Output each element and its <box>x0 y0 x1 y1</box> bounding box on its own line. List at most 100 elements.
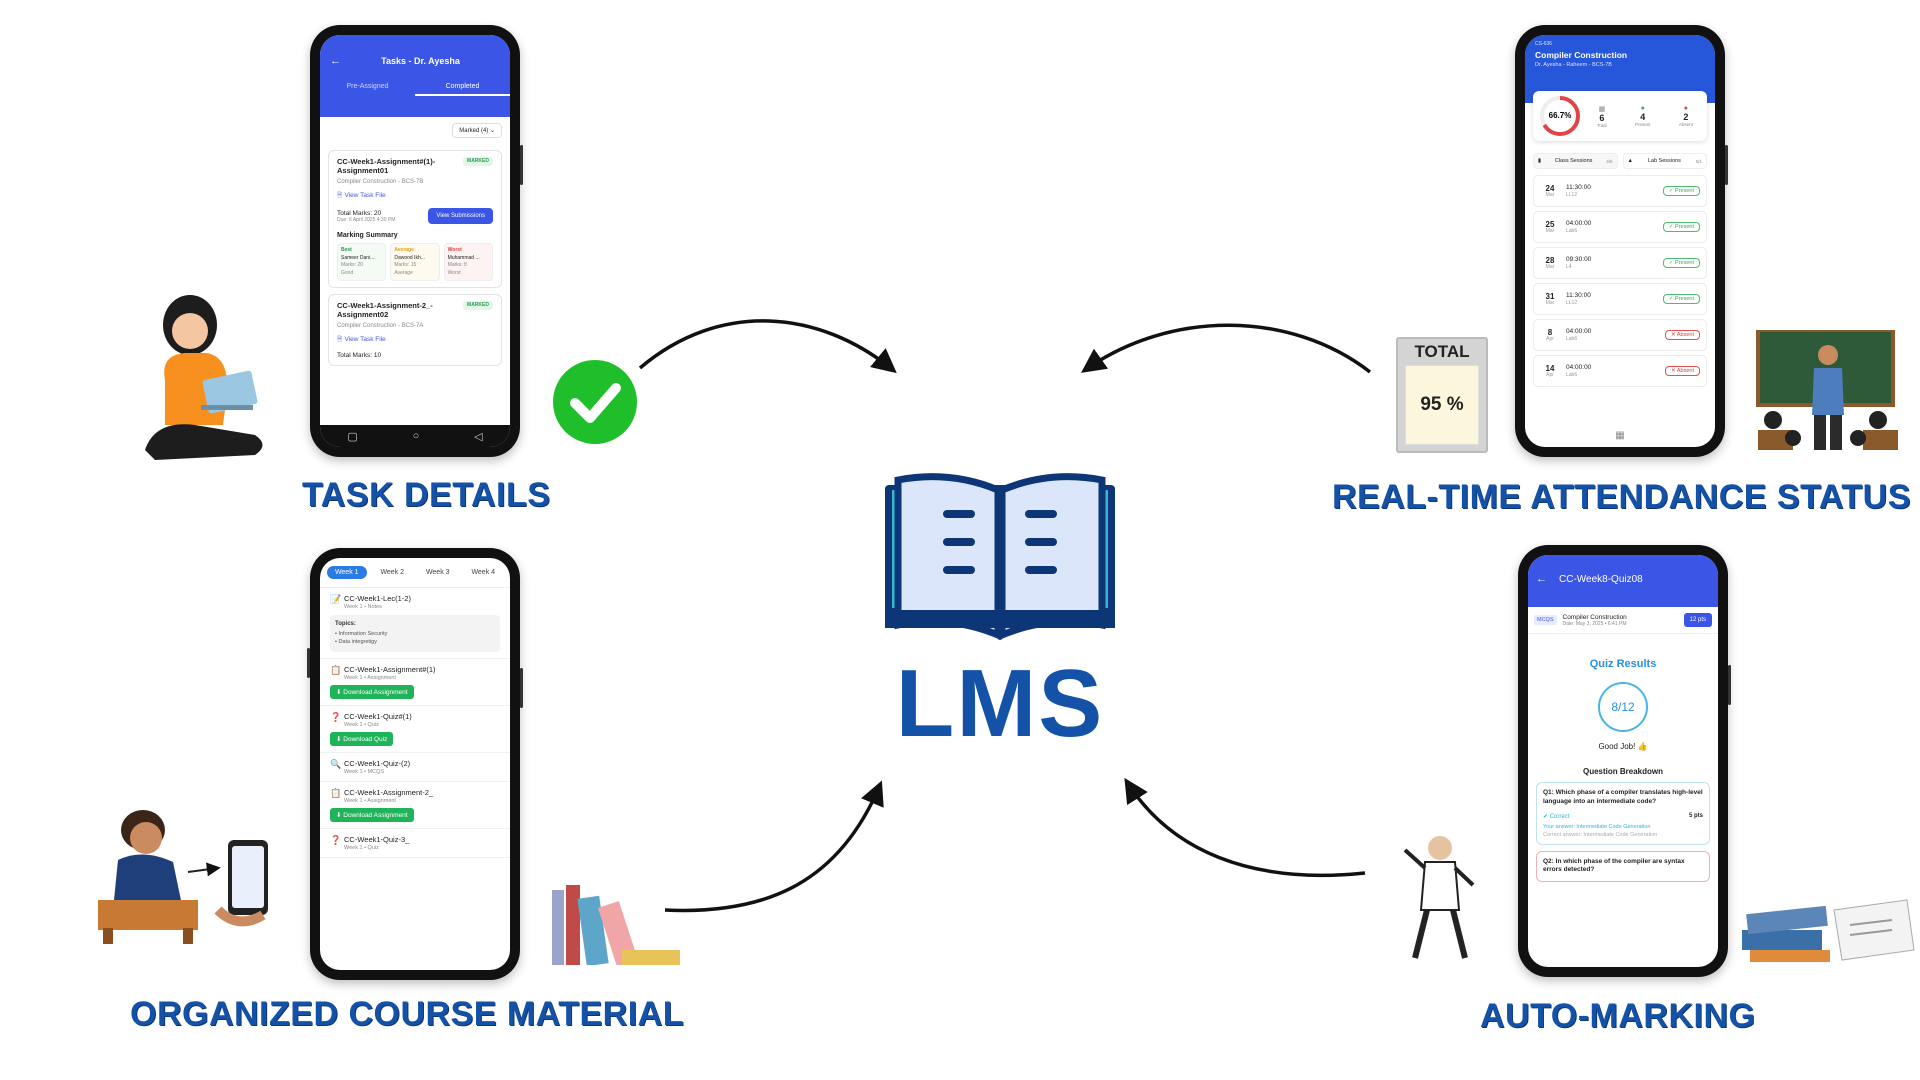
quiz-title: CC-Week8-Quiz08 <box>1559 573 1643 585</box>
result-message: Good Job! 👍 <box>1598 742 1648 751</box>
search-icon: 🔍 <box>330 759 342 770</box>
marking-summary-title: Marking Summary <box>337 232 398 239</box>
question-icon: ❓ <box>330 712 342 723</box>
tab-completed[interactable]: Completed <box>415 79 510 96</box>
back-icon[interactable]: ◁ <box>474 430 483 443</box>
tab-week-3[interactable]: Week 3 <box>425 569 450 576</box>
status-badge: MARKED <box>463 301 493 310</box>
view-task-file-link[interactable]: View Task File <box>344 192 386 199</box>
cross-icon: ● <box>1683 104 1688 112</box>
phone-attendance: CS-636 Compiler Construction Dr. Ayesha … <box>1515 25 1728 457</box>
lms-logo: LMS <box>880 470 1120 752</box>
recent-apps-icon[interactable]: ▢ <box>347 430 358 443</box>
course-teacher: Dr. Ayesha - Raheem - BCS-7B <box>1535 62 1612 68</box>
feature-title-task-details: TASK DETAILS <box>302 476 551 514</box>
summary-worst: Worst Muhammad ... Marks: 8 Worst <box>443 243 493 281</box>
classroom-illustration <box>1756 330 1898 450</box>
task-course: Compiler Construction - BCS-7A <box>337 323 424 329</box>
books-papers-illustration <box>1742 899 1915 962</box>
view-task-file-link[interactable]: View Task File <box>344 336 386 343</box>
list-item[interactable]: 📝 CC-Week1-Lec(1-2)Week 1 • Notes Topics… <box>320 588 510 660</box>
check-icon: ● <box>1640 104 1645 112</box>
list-item[interactable]: 🔍 CC-Week1-Quiz-(2)Week 1 • MCQS <box>320 753 510 783</box>
calendar-icon[interactable]: ▦ <box>1615 430 1625 441</box>
task-course: Compiler Construction - BCS-7B <box>337 179 424 185</box>
arrow-attendance <box>1080 323 1372 374</box>
filter-dropdown[interactable]: Marked (4) ⌄ <box>452 123 502 138</box>
status-badge: ✕ Absent <box>1665 330 1700 340</box>
student-laptop-illustration <box>145 295 263 460</box>
task-card[interactable]: CC-Week1-Assignment-2_-Assignment02 MARK… <box>328 294 502 366</box>
notes-icon: 📝 <box>330 594 342 604</box>
task-marks: Total Marks: 20 <box>337 209 382 217</box>
check-circle-icon <box>553 360 637 444</box>
phone-quiz-results: ← CC-Week8-Quiz08 MCQS Compiler Construc… <box>1518 545 1731 977</box>
lms-title: LMS <box>895 650 1105 757</box>
status-badge: ✕ Absent <box>1665 366 1700 376</box>
clipboard-icon: 📋 <box>330 788 342 799</box>
attendance-ring: 66.7% <box>1540 96 1580 136</box>
calendar-icon: ▦ <box>1598 105 1606 113</box>
feature-title-attendance: REAL-TIME ATTENDANCE STATUS <box>1332 478 1911 516</box>
file-icon: 🗎 <box>337 336 343 343</box>
task-marks: Total Marks: 10 <box>337 352 382 359</box>
phone-task-details: ← Tasks - Dr. Ayesha Pre-Assigned Comple… <box>310 25 523 457</box>
summary-average: Average Dawood Ikh... Marks: 15 Average <box>390 243 440 281</box>
tab-week-4[interactable]: Week 4 <box>471 569 496 576</box>
home-icon[interactable]: ○ <box>412 430 420 442</box>
question-card: Q2: In which phase of the compiler are s… <box>1536 850 1710 883</box>
task-due: Due: 6 April 2025 4:30 PM <box>337 216 396 223</box>
feature-title-course-material: ORGANIZED COURSE MATERIAL <box>130 995 684 1033</box>
download-assignment-button[interactable]: ⬇ Download Assignment <box>330 808 414 823</box>
tab-week-2[interactable]: Week 2 <box>380 569 405 576</box>
question-card: Q1: Which phase of a compiler translates… <box>1536 782 1710 845</box>
tab-pre-assigned[interactable]: Pre-Assigned <box>346 83 389 90</box>
total-label: TOTAL <box>1414 342 1470 361</box>
celebrating-man-illustration <box>1403 836 1475 959</box>
file-icon: 🗎 <box>337 192 343 199</box>
task-title: CC-Week1-Assignment#(1)-Assignment01 <box>337 157 436 175</box>
status-badge: MARKED <box>463 157 493 166</box>
check-icon: ✔ <box>1543 813 1549 820</box>
download-assignment-button[interactable]: ⬇ Download Assignment <box>330 685 414 700</box>
status-badge: ✓ Present <box>1662 294 1700 304</box>
book-icon: ▮ <box>1538 158 1542 164</box>
quiz-type-tag: MCQS <box>1534 615 1557 625</box>
list-item[interactable]: ❓ CC-Week1-Quiz#(1)Week 1 • Quiz ⬇ Downl… <box>320 706 510 754</box>
breakdown-title: Question Breakdown <box>1582 767 1663 776</box>
list-item[interactable]: 📋 CC-Week1-Assignment#(1)Week 1 • Assign… <box>320 659 510 707</box>
quiz-date: Date: May 3, 2025 • 6:41 PM <box>1562 620 1627 627</box>
tab-week-1[interactable]: Week 1 <box>326 566 367 579</box>
status-badge: ✓ Present <box>1662 186 1700 196</box>
total-value: 95 % <box>1420 394 1464 415</box>
points-badge: 12 pts <box>1683 613 1712 627</box>
android-nav-bar: ▢ ○ ◁ <box>320 425 510 447</box>
task-card[interactable]: CC-Week1-Assignment#(1)-Assignment01 MAR… <box>328 150 502 288</box>
arrow-task <box>638 319 897 374</box>
list-item[interactable]: 📋 CC-Week1-Assignment-2_Week 1 • Assignm… <box>320 782 510 830</box>
back-arrow-icon[interactable]: ← <box>1536 573 1547 585</box>
view-submissions-button[interactable]: View Submissions <box>428 208 493 224</box>
back-arrow-icon[interactable]: ← <box>330 55 341 67</box>
list-item[interactable]: ❓ CC-Week1-Quiz-3_Week 1 • Quiz <box>320 829 510 859</box>
summary-best: Best Sameer Dani... Marks: 20 Good <box>337 243 387 281</box>
download-quiz-button[interactable]: ⬇ Download Quiz <box>330 732 394 747</box>
quiz-course: Compiler Construction <box>1562 613 1627 621</box>
